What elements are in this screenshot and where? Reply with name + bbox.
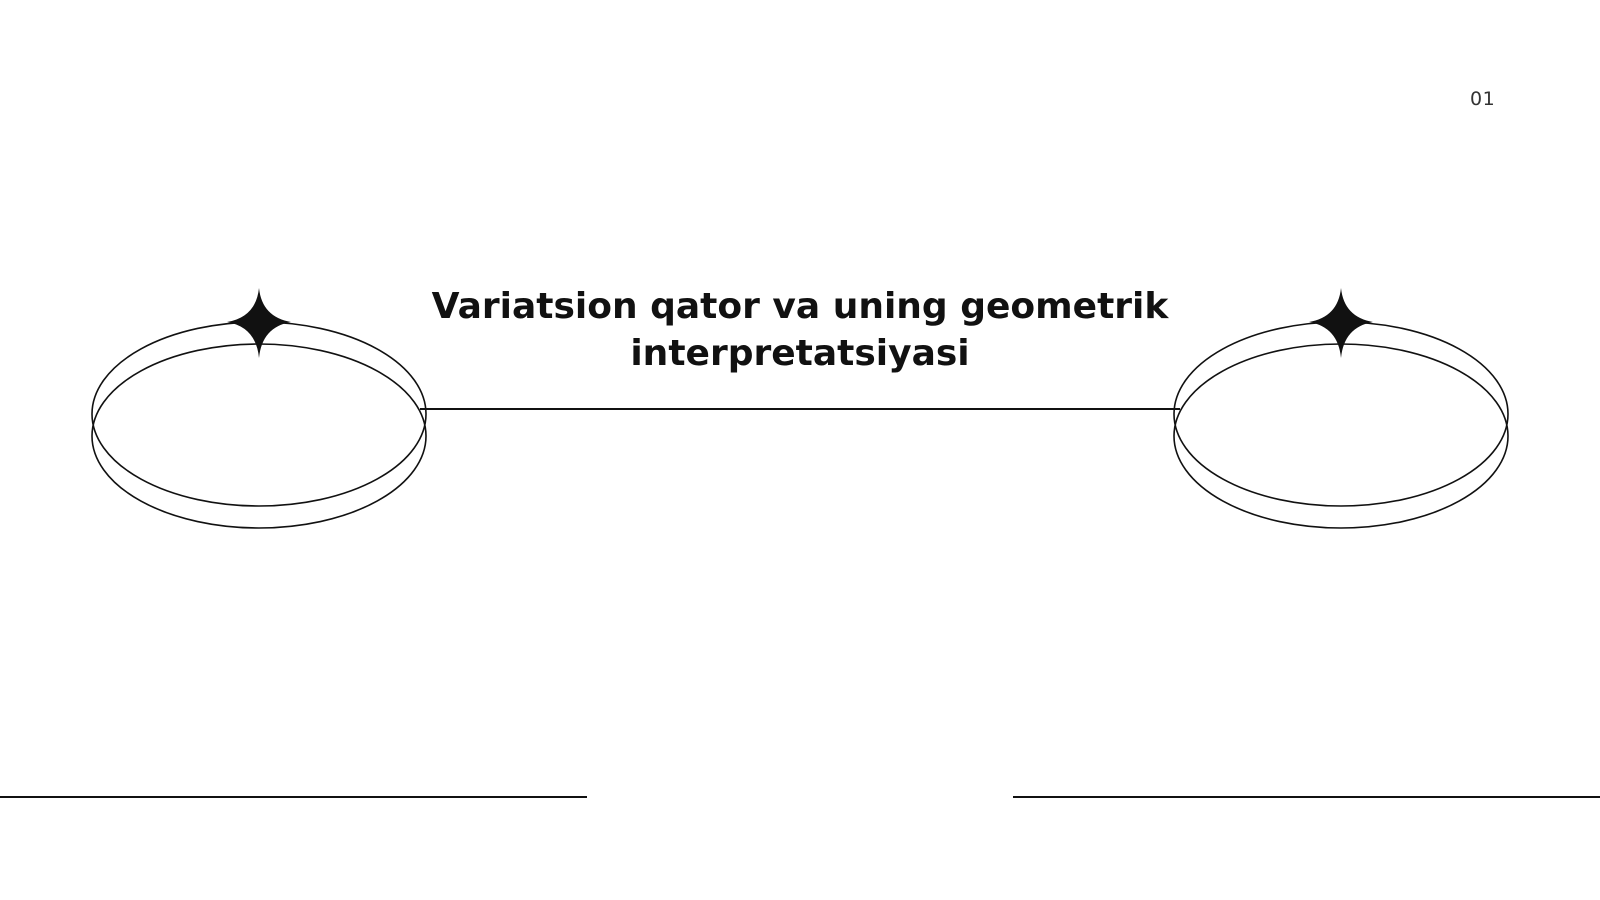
- slide-title: Variatsion qator va uning geometrik inte…: [400, 283, 1200, 377]
- title-line-1: Variatsion qator va uning geometrik: [431, 286, 1169, 327]
- right-star-icon: [1309, 288, 1373, 358]
- left-star-icon: [227, 288, 291, 358]
- page-number: 01: [1470, 88, 1496, 110]
- title-line-2: interpretatsiyasi: [630, 333, 970, 374]
